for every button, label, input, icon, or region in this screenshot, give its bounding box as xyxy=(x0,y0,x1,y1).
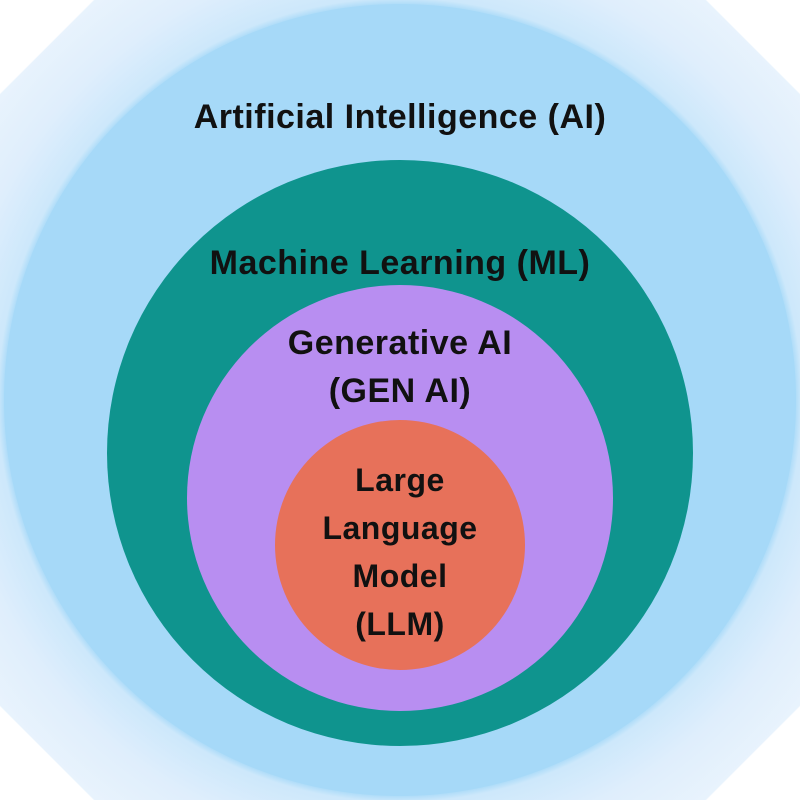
label-artificial-intelligence: Artificial Intelligence (AI) xyxy=(193,98,607,136)
label-large-language-model: Large Language Model (LLM) xyxy=(0,456,800,648)
circle-large-language-model xyxy=(275,420,525,670)
label-llm-line1: Large xyxy=(355,462,445,498)
label-llm-line3: Model xyxy=(352,558,448,594)
label-generative-ai-line1: Generative AI xyxy=(287,324,513,362)
label-generative-ai: Generative AI (GEN AI) xyxy=(0,319,800,415)
label-llm-line2: Language xyxy=(322,510,478,546)
label-machine-learning: Machine Learning (ML) xyxy=(209,244,591,282)
label-generative-ai-line2: (GEN AI) xyxy=(328,372,472,410)
label-llm-line4: (LLM) xyxy=(355,606,445,642)
